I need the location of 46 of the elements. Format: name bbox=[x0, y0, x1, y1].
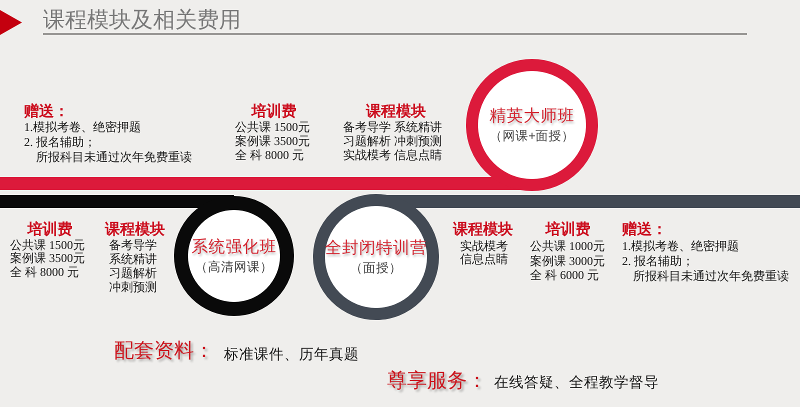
list-item: 1.模拟考卷、绝密押题 bbox=[622, 240, 739, 254]
list-item: 冲刺预测 bbox=[109, 281, 157, 295]
circle-title: 精英大师班 bbox=[490, 106, 574, 126]
section-heading: 课程模块 bbox=[453, 221, 513, 238]
page-title: 课程模块及相关费用 bbox=[43, 8, 241, 34]
circle-subtitle: （面授） bbox=[350, 260, 402, 276]
list-item: 2. 报名辅助； bbox=[24, 136, 96, 150]
list-item: 案例课 3500元 bbox=[10, 252, 85, 266]
list-item: 备考导学 系统精讲 bbox=[343, 121, 442, 135]
ring-circle bbox=[466, 59, 598, 191]
section-heading: 课程模块 bbox=[105, 221, 165, 238]
list-item: 习题解析 bbox=[109, 267, 157, 281]
list-item: 公共课 1500元 bbox=[10, 239, 85, 252]
list-item: 案例课 3500元 bbox=[235, 135, 310, 149]
list-item: 所报科目未通过次年免费重读 bbox=[36, 151, 192, 165]
list-item: 所报科目未通过次年免费重读 bbox=[633, 270, 789, 284]
ring-circle bbox=[174, 196, 294, 316]
section-heading: 培训费 bbox=[546, 221, 590, 238]
list-item: 1.模拟考卷、绝密押题 bbox=[24, 121, 141, 135]
list-item: 案例课 3000元 bbox=[530, 255, 605, 269]
list-item: 公共课 1500元 bbox=[235, 121, 310, 134]
list-item: 实战模考 信息点睛 bbox=[343, 149, 442, 163]
list-item: 信息点睛 bbox=[460, 253, 508, 267]
circle-title: 全封闭特训营 bbox=[325, 238, 427, 258]
label-text: 标准课件、历年真题 bbox=[224, 347, 359, 364]
list-item: 习题解析 冲刺预测 bbox=[343, 135, 442, 149]
circle-subtitle: （网课+面授） bbox=[489, 128, 575, 144]
list-item: 系统精讲 bbox=[109, 253, 157, 267]
list-item: 全 科 8000 元 bbox=[235, 149, 304, 163]
list-item: 公共课 1000元 bbox=[530, 240, 605, 254]
section-heading: 课程模块 bbox=[366, 103, 426, 120]
section-heading: 培训费 bbox=[252, 103, 296, 120]
label-heading: 配套资料： bbox=[114, 340, 214, 363]
list-item: 备考导学 bbox=[109, 239, 157, 253]
list-item: 全 科 8000 元 bbox=[10, 266, 79, 280]
section-heading: 赠送： bbox=[622, 221, 667, 238]
ring-circle bbox=[313, 194, 439, 320]
section-heading: 培训费 bbox=[28, 221, 72, 238]
circle-subtitle: （高清网课） bbox=[195, 260, 273, 274]
label-text: 在线答疑、全程教学督导 bbox=[494, 375, 659, 392]
list-item: 实战模考 bbox=[460, 240, 508, 253]
list-item: 2. 报名辅助； bbox=[622, 255, 694, 269]
list-item: 全 科 6000 元 bbox=[530, 269, 599, 283]
label-heading: 尊享服务： bbox=[387, 370, 487, 393]
section-heading: 赠送： bbox=[24, 103, 69, 120]
circle-title: 系统强化班 bbox=[192, 238, 276, 257]
